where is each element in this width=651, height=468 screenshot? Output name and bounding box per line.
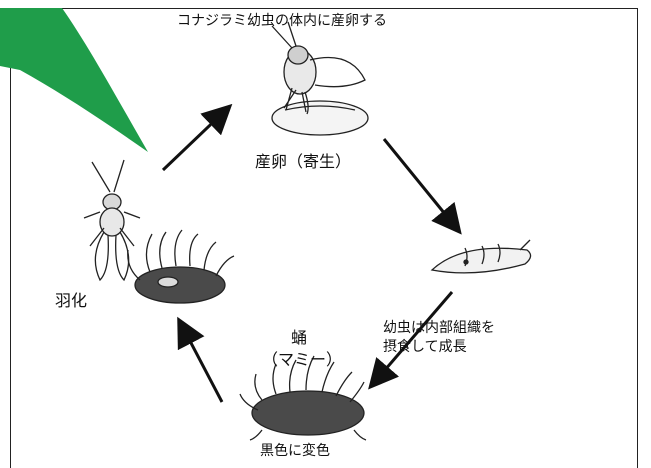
caption-egg-laying-detail: コナジラミ幼虫の体内に産卵する: [177, 13, 387, 29]
larva-illustration: [430, 239, 532, 274]
leaf-icon: [0, 8, 148, 152]
arrow-emerge-to-egg: [161, 103, 233, 172]
arrow-larva-to-pupa: [368, 291, 454, 390]
arrow-pupa-to-emerge: [177, 316, 224, 403]
wasp-laying-egg-illustration: [271, 21, 369, 136]
emerging-adult-illustration: [83, 159, 235, 304]
arrow-egg-to-larva: [382, 138, 462, 235]
mummy-pupa-illustration: [239, 355, 367, 441]
label-mummy: （マミー）: [262, 350, 343, 369]
label-larva-growth: 幼虫は内部組織を 摂食して成長: [383, 319, 495, 357]
label-pupa: 蛹: [291, 328, 308, 347]
label-emergence: 羽化: [55, 291, 88, 310]
label-larva-growth-line2: 摂食して成長: [383, 339, 467, 355]
label-turns-black: 黒色に変色: [257, 440, 333, 460]
diagram-frame: [10, 8, 638, 468]
label-egg-laying: 産卵（寄生）: [255, 152, 352, 171]
label-larva-growth-line1: 幼虫は内部組織を: [383, 320, 495, 336]
